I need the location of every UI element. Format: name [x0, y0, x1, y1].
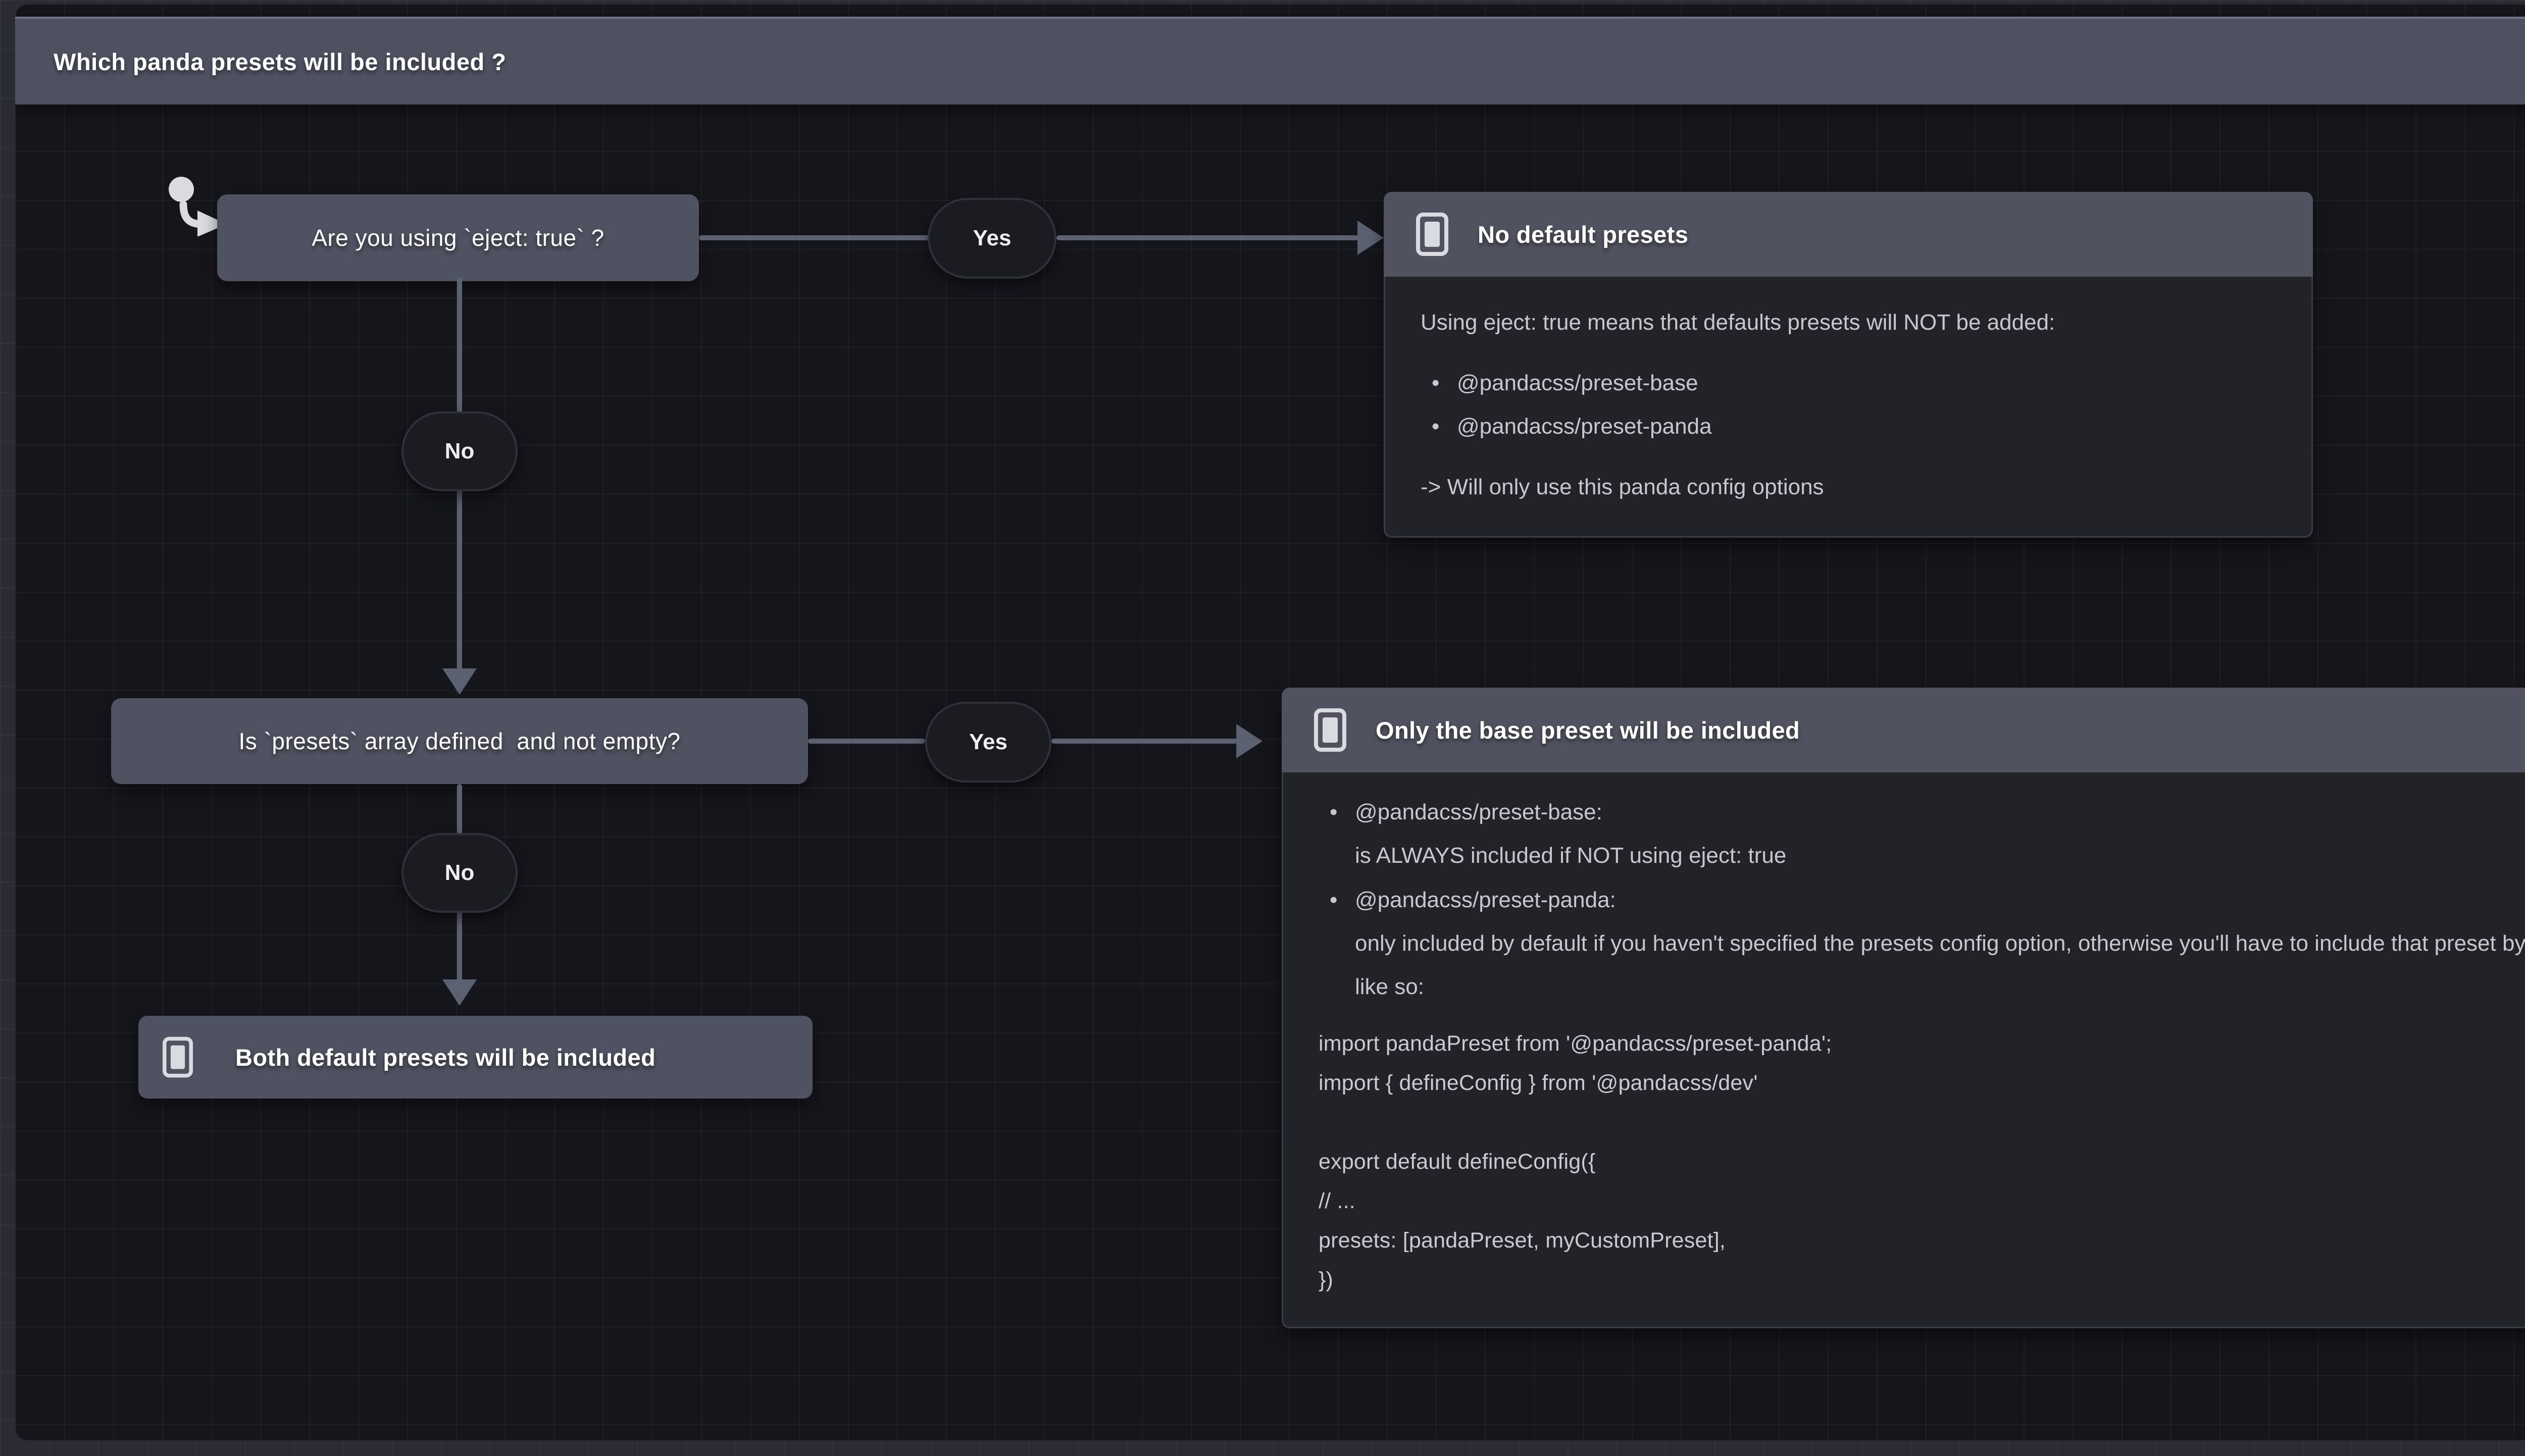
- preset-desc: only included by default if you haven't …: [1355, 931, 2525, 999]
- preset-term: @pandacss/preset-panda:: [1355, 888, 1616, 912]
- node-both-presets[interactable]: Both default presets will be included: [138, 1016, 813, 1099]
- edge-no1-arrowhead: [442, 668, 477, 695]
- no-default-intro: Using eject: true means that defaults pr…: [1421, 310, 2055, 335]
- node-both-label: Both default presets will be included: [235, 1044, 656, 1071]
- edge-yes2-arrowhead: [1236, 724, 1262, 758]
- box-base-preset-only[interactable]: Only the base preset will be included @p…: [1282, 688, 2525, 1328]
- edge-no2-arrowhead: [442, 979, 477, 1006]
- edge-yes2-text: Yes: [969, 730, 1007, 754]
- box-base-only-body: @pandacss/preset-base: is ALWAYS include…: [1282, 772, 2525, 1328]
- box-no-default-body: Using eject: true means that defaults pr…: [1384, 277, 2313, 538]
- node-presets-question[interactable]: Is `presets` array defined and not empty…: [111, 698, 808, 784]
- node-eject-question[interactable]: Are you using `eject: true` ?: [217, 194, 699, 281]
- edge-yes1-text: Yes: [973, 226, 1012, 250]
- code-line: // ...: [1319, 1189, 1355, 1213]
- preset-desc: is ALWAYS included if NOT using eject: t…: [1355, 843, 1787, 868]
- edge-label-yes2[interactable]: Yes: [925, 702, 1051, 783]
- edge-label-yes1[interactable]: Yes: [928, 198, 1056, 279]
- preset-term: @pandacss/preset-base:: [1355, 800, 1602, 824]
- edge-no2-text: No: [444, 860, 475, 885]
- edge-label-no2[interactable]: No: [401, 833, 518, 913]
- diagram-title-bar: Which panda presets will be included ?: [15, 17, 2525, 105]
- click-cursor-icon: [169, 177, 227, 236]
- page-title: Which panda presets will be included ?: [54, 48, 507, 75]
- edge-yes1-line-b: [1056, 235, 1364, 240]
- base-only-list: @pandacss/preset-base: is ALWAYS include…: [1319, 791, 2525, 1009]
- box-no-default-presets[interactable]: No default presets Using eject: true mea…: [1384, 192, 2313, 538]
- code-line: }): [1319, 1268, 1334, 1292]
- frame-icon: [1416, 213, 1448, 256]
- no-default-outro: -> Will only use this panda config optio…: [1421, 475, 1824, 499]
- edge-yes2-line-a: [808, 739, 925, 744]
- code-line: import pandaPreset from '@pandacss/prese…: [1319, 1031, 1832, 1056]
- box-no-default-header: No default presets: [1384, 192, 2313, 277]
- edge-yes1-arrowhead: [1357, 221, 1384, 255]
- box-base-only-title: Only the base preset will be included: [1376, 716, 1800, 744]
- node-eject-label: Are you using `eject: true` ?: [312, 225, 604, 251]
- list-item: @pandacss/preset-base: is ALWAYS include…: [1319, 791, 2525, 877]
- box-no-default-title: No default presets: [1478, 221, 1689, 248]
- frame-icon: [1314, 708, 1346, 752]
- code-line: presets: [pandaPreset, myCustomPreset],: [1319, 1228, 1726, 1253]
- edge-yes2-line-b: [1051, 739, 1237, 744]
- list-item: @pandacss/preset-panda: only included by…: [1319, 878, 2525, 1009]
- frame-icon: [163, 1036, 193, 1078]
- list-item: @pandacss/preset-base: [1421, 361, 2276, 405]
- edge-label-no1[interactable]: No: [401, 411, 518, 491]
- no-default-list: @pandacss/preset-base @pandacss/preset-p…: [1421, 361, 2276, 448]
- code-line: import { defineConfig } from '@pandacss/…: [1319, 1071, 1758, 1095]
- edge-no1-text: No: [444, 439, 475, 463]
- flowchart-canvas[interactable]: Which panda presets will be included ? A…: [15, 4, 2525, 1440]
- code-line: [1319, 1103, 2525, 1142]
- code-line: export default defineConfig({: [1319, 1150, 1596, 1174]
- box-base-only-header: Only the base preset will be included: [1282, 688, 2525, 772]
- edge-yes1-line-a: [699, 235, 943, 240]
- node-presets-label: Is `presets` array defined and not empty…: [238, 728, 681, 754]
- code-snippet: import pandaPreset from '@pandacss/prese…: [1319, 1024, 2525, 1299]
- list-item: @pandacss/preset-panda: [1421, 405, 2276, 448]
